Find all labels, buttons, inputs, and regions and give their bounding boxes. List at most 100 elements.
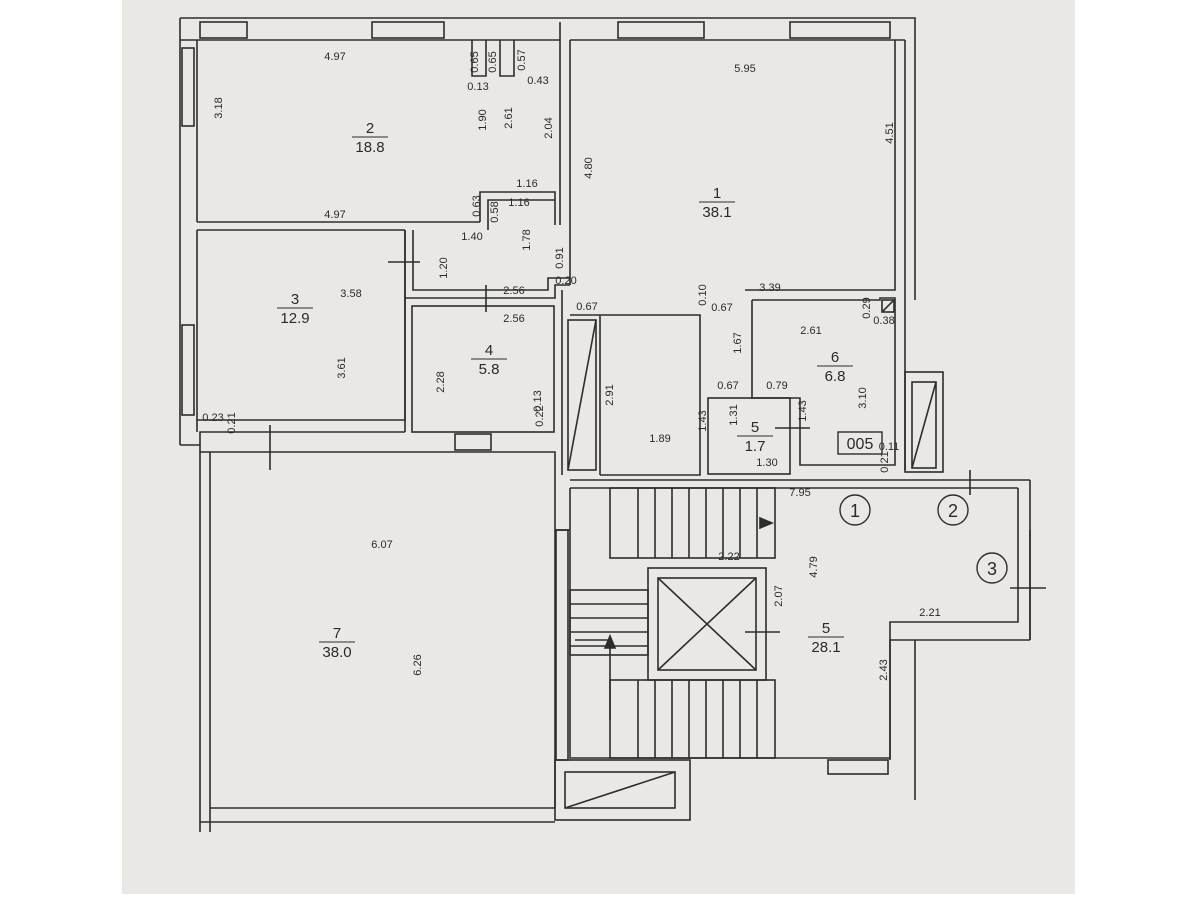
dimension-label: 4.97 <box>324 51 345 63</box>
shaft-b <box>499 40 515 77</box>
dimension-label: 2.61 <box>503 107 515 128</box>
room-1-area: 38.1 <box>702 204 731 221</box>
window-hall <box>827 759 889 775</box>
duct-r6-diag <box>881 299 895 313</box>
room-4-area: 5.8 <box>479 361 500 378</box>
dimension-label: 3.61 <box>336 357 348 378</box>
dimension-label: 3.10 <box>857 387 869 408</box>
bottom-shaft <box>554 759 691 821</box>
room-7-number: 7 <box>333 625 341 642</box>
dimension-label: 5.95 <box>734 63 755 75</box>
dimension-label: 2.61 <box>800 325 821 337</box>
window-r3-side <box>181 324 195 416</box>
dimension-label: 2.56 <box>503 313 524 325</box>
dimension-label: 1.31 <box>728 404 740 425</box>
room-5-number: 5 <box>751 419 759 436</box>
dimension-label: 0.13 <box>532 390 544 411</box>
dimension-label: 4.79 <box>808 556 820 577</box>
room-6-number: 6 <box>831 349 839 366</box>
dimension-label: 0.67 <box>576 301 597 313</box>
dimension-label: 1.16 <box>508 197 529 209</box>
dimension-label: 0.67 <box>711 302 732 314</box>
dimension-label: 0.29 <box>861 297 873 318</box>
dimension-label: 2.07 <box>773 585 785 606</box>
dimension-label: 1.43 <box>697 410 709 431</box>
window-r1-right <box>789 21 891 39</box>
room-6-area: 6.8 <box>825 368 846 385</box>
axis-markers <box>839 494 1008 584</box>
dimension-label: 1.67 <box>732 332 744 353</box>
window-r2-right <box>371 21 445 39</box>
wall-hall-top <box>479 191 556 225</box>
dimension-label: 6.07 <box>371 539 392 551</box>
room-7-area: 38.0 <box>322 644 351 661</box>
dimension-label: 1.40 <box>461 231 482 243</box>
dimension-label: 0.13 <box>467 81 488 93</box>
margin-left <box>0 0 122 894</box>
right-shaft-inner <box>911 381 937 469</box>
dimension-label: 0.23 <box>202 412 223 424</box>
dimension-label: 0.58 <box>489 201 501 222</box>
dimension-label: 0.10 <box>697 284 709 305</box>
dimension-label: 2.28 <box>435 371 447 392</box>
axis-marker-1: 1 <box>850 501 860 521</box>
room-3-number: 3 <box>291 291 299 308</box>
room1-right-bottom <box>745 40 896 291</box>
room-3-area: 12.9 <box>280 310 309 327</box>
dimension-label: 0.22 <box>534 405 546 426</box>
dimension-label: 1.16 <box>516 178 537 190</box>
right-shaft-diag <box>911 381 937 469</box>
dimension-label: 1.90 <box>477 109 489 130</box>
dimension-label: 1.89 <box>649 433 670 445</box>
wall-r3-bottom <box>180 431 405 446</box>
door-r7 <box>454 433 492 451</box>
dimension-label: 2.91 <box>604 384 616 405</box>
wall-hall-top-inner <box>487 199 555 230</box>
wall-hall-bottom-inner <box>412 230 570 291</box>
dimension-label: 0.79 <box>766 380 787 392</box>
room-8-area: 28.1 <box>811 639 840 656</box>
stair-flight-top <box>609 487 776 559</box>
room6-outline <box>751 297 896 466</box>
lift-cross-b <box>657 577 757 671</box>
stamp-label: 005 <box>847 436 874 453</box>
shaft-a <box>471 40 487 77</box>
dimension-label: 0.21 <box>226 412 238 433</box>
margin-right <box>1075 0 1200 894</box>
vent-shaft-diag <box>567 319 597 471</box>
dimension-label: 1.30 <box>756 457 777 469</box>
axis-marker-3: 3 <box>987 559 997 579</box>
dimension-label: 0.38 <box>873 315 894 327</box>
room-5-area: 1.7 <box>745 438 766 455</box>
room5-small-outline <box>707 397 791 475</box>
dimension-label: 0.65 <box>469 51 481 72</box>
room7-outline-top <box>200 451 556 808</box>
dimension-label: 0.65 <box>487 51 499 72</box>
dimension-label: 0.21 <box>879 451 891 472</box>
dimension-label: 2.56 <box>503 285 524 297</box>
window-r2-left <box>199 21 248 39</box>
lift-car <box>657 577 757 671</box>
dimension-label: 0.11 <box>879 441 900 453</box>
axis-marker-3-circle <box>976 552 1008 584</box>
dimension-label: 1.20 <box>438 257 450 278</box>
axis-marker-1-circle <box>839 494 871 526</box>
paper-sheet <box>122 0 1075 894</box>
dimension-label: 3.58 <box>340 288 361 300</box>
stair-arrow-head <box>603 633 617 649</box>
dimension-label: 1.78 <box>521 229 533 250</box>
axis-marker-2-circle <box>937 494 969 526</box>
dimension-label: 2.43 <box>878 659 890 680</box>
wall-top-outer <box>180 17 916 22</box>
duct-r6 <box>881 299 895 313</box>
room-2-area: 18.8 <box>355 139 384 156</box>
room-4-number: 4 <box>485 342 493 359</box>
lift-hall-outer <box>889 639 1030 760</box>
dimension-label: 0.43 <box>527 75 548 87</box>
dimension-label: 4.97 <box>324 209 345 221</box>
window-r1-left <box>617 21 705 39</box>
